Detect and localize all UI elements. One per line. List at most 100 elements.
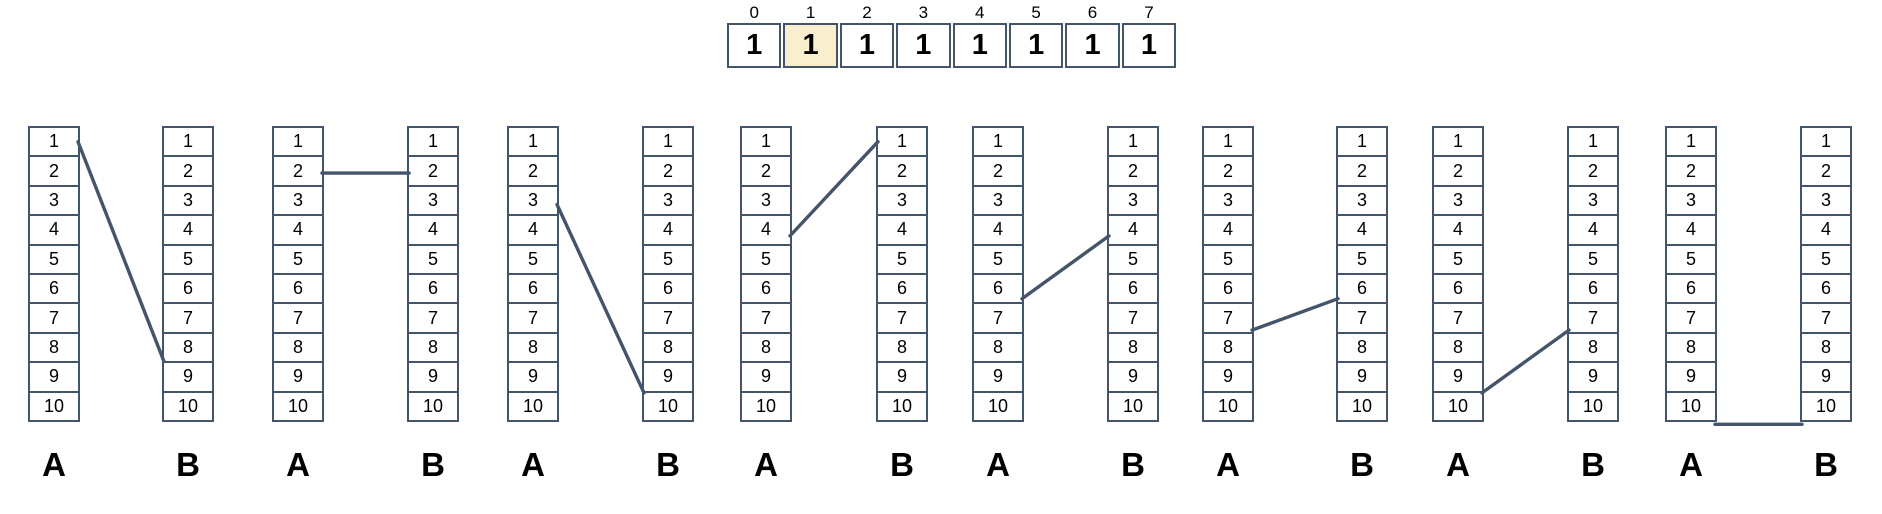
column-cell: 5 — [1336, 243, 1388, 275]
top-array-index-label: 5 — [1031, 3, 1041, 22]
column-cell: 10 — [1665, 390, 1717, 422]
connection-line-pair-4-a4-b1 — [788, 139, 880, 238]
column-cell: 3 — [407, 184, 459, 217]
column-cell: 4 — [1336, 214, 1388, 246]
column-cell: 1 — [1107, 126, 1159, 158]
column-cell: 1 — [1800, 126, 1852, 158]
column-cell: 7 — [972, 302, 1024, 334]
column-cell: 8 — [1107, 331, 1159, 364]
top-array-index-label: 2 — [862, 3, 872, 22]
column-cell: 8 — [1336, 331, 1388, 364]
column-cell: 7 — [642, 302, 694, 334]
column-cell: 2 — [740, 155, 792, 187]
column-cell: 4 — [740, 214, 792, 246]
column-cell: 10 — [1336, 390, 1388, 422]
column-cell: 9 — [28, 361, 80, 393]
column-cell: 10 — [407, 390, 459, 422]
column-cell: 9 — [407, 361, 459, 393]
top-array-cell: 1 — [1008, 23, 1064, 68]
column-cell: 7 — [1800, 302, 1852, 334]
column-cell: 3 — [1432, 184, 1484, 217]
column-cell: 6 — [740, 272, 792, 305]
column-cell: 2 — [642, 155, 694, 187]
column-cell: 1 — [1665, 126, 1717, 158]
column-cell: 3 — [1800, 184, 1852, 217]
column-cell: 4 — [1665, 214, 1717, 246]
top-array-cell: 1 — [1121, 23, 1177, 68]
column-cell: 4 — [1202, 214, 1254, 246]
column-cell: 6 — [1800, 272, 1852, 305]
column-cell: 3 — [28, 184, 80, 217]
column-cell: 3 — [1336, 184, 1388, 217]
column-cell: 6 — [876, 272, 928, 305]
column-cell: 1 — [1202, 126, 1254, 158]
column-cell: 7 — [1336, 302, 1388, 334]
top-array-index-label: 3 — [918, 3, 929, 22]
column-cell: 8 — [876, 331, 928, 364]
column-cell: 1 — [407, 126, 459, 158]
column-cell: 4 — [642, 214, 694, 246]
column-cell: 10 — [876, 390, 928, 422]
top-array-index-label: 4 — [975, 3, 985, 22]
column-cell: 7 — [507, 302, 559, 334]
column-cell: 2 — [876, 155, 928, 187]
column-cell: 5 — [1665, 243, 1717, 275]
column-cell: 1 — [1336, 126, 1388, 158]
column-cell: 6 — [28, 272, 80, 305]
top-array-cell: 1 — [952, 23, 1007, 68]
column-cell: 5 — [876, 243, 928, 275]
pair-5-label-b: B — [1121, 446, 1145, 483]
pair-3-label-a: A — [521, 446, 545, 483]
column-cell: 3 — [876, 184, 928, 217]
column-cell: 4 — [507, 214, 559, 246]
column-cell: 7 — [876, 302, 928, 334]
column-cell: 9 — [162, 361, 214, 393]
column-cell: 8 — [28, 331, 80, 364]
connection-line-pair-5-a6-b4 — [1020, 234, 1111, 301]
column-cell: 2 — [1665, 155, 1717, 187]
column-cell: 6 — [162, 272, 214, 305]
column-cell: 4 — [1107, 214, 1159, 246]
column-cell: 8 — [272, 331, 324, 364]
column-cell: 1 — [1567, 126, 1619, 158]
column-cell: 9 — [507, 361, 559, 393]
pair-1-label-a: A — [42, 446, 66, 483]
column-cell: 3 — [1665, 184, 1717, 217]
pair-6-label-a: A — [1216, 446, 1240, 483]
column-cell: 4 — [1567, 214, 1619, 246]
column-cell: 8 — [972, 331, 1024, 364]
column-cell: 5 — [642, 243, 694, 275]
column-cell: 3 — [642, 184, 694, 217]
column-cell: 9 — [642, 361, 694, 393]
column-cell: 3 — [1107, 184, 1159, 217]
column-cell: 4 — [876, 214, 928, 246]
column-cell: 5 — [1432, 243, 1484, 275]
column-cell: 6 — [507, 272, 559, 305]
column-cell: 8 — [407, 331, 459, 364]
column-cell: 10 — [642, 390, 694, 422]
column-cell: 1 — [972, 126, 1024, 158]
column-cell: 9 — [1567, 361, 1619, 393]
column-cell: 5 — [507, 243, 559, 275]
column-cell: 9 — [1432, 361, 1484, 393]
top-array-index-label: 0 — [749, 3, 759, 22]
column-cell: 2 — [407, 155, 459, 187]
column-cell: 8 — [1567, 331, 1619, 364]
pair-8-label-b: B — [1814, 446, 1838, 483]
column-cell: 1 — [876, 126, 928, 158]
column-cell: 10 — [1107, 390, 1159, 422]
connection-line-pair-1-a1-b8 — [76, 139, 166, 364]
